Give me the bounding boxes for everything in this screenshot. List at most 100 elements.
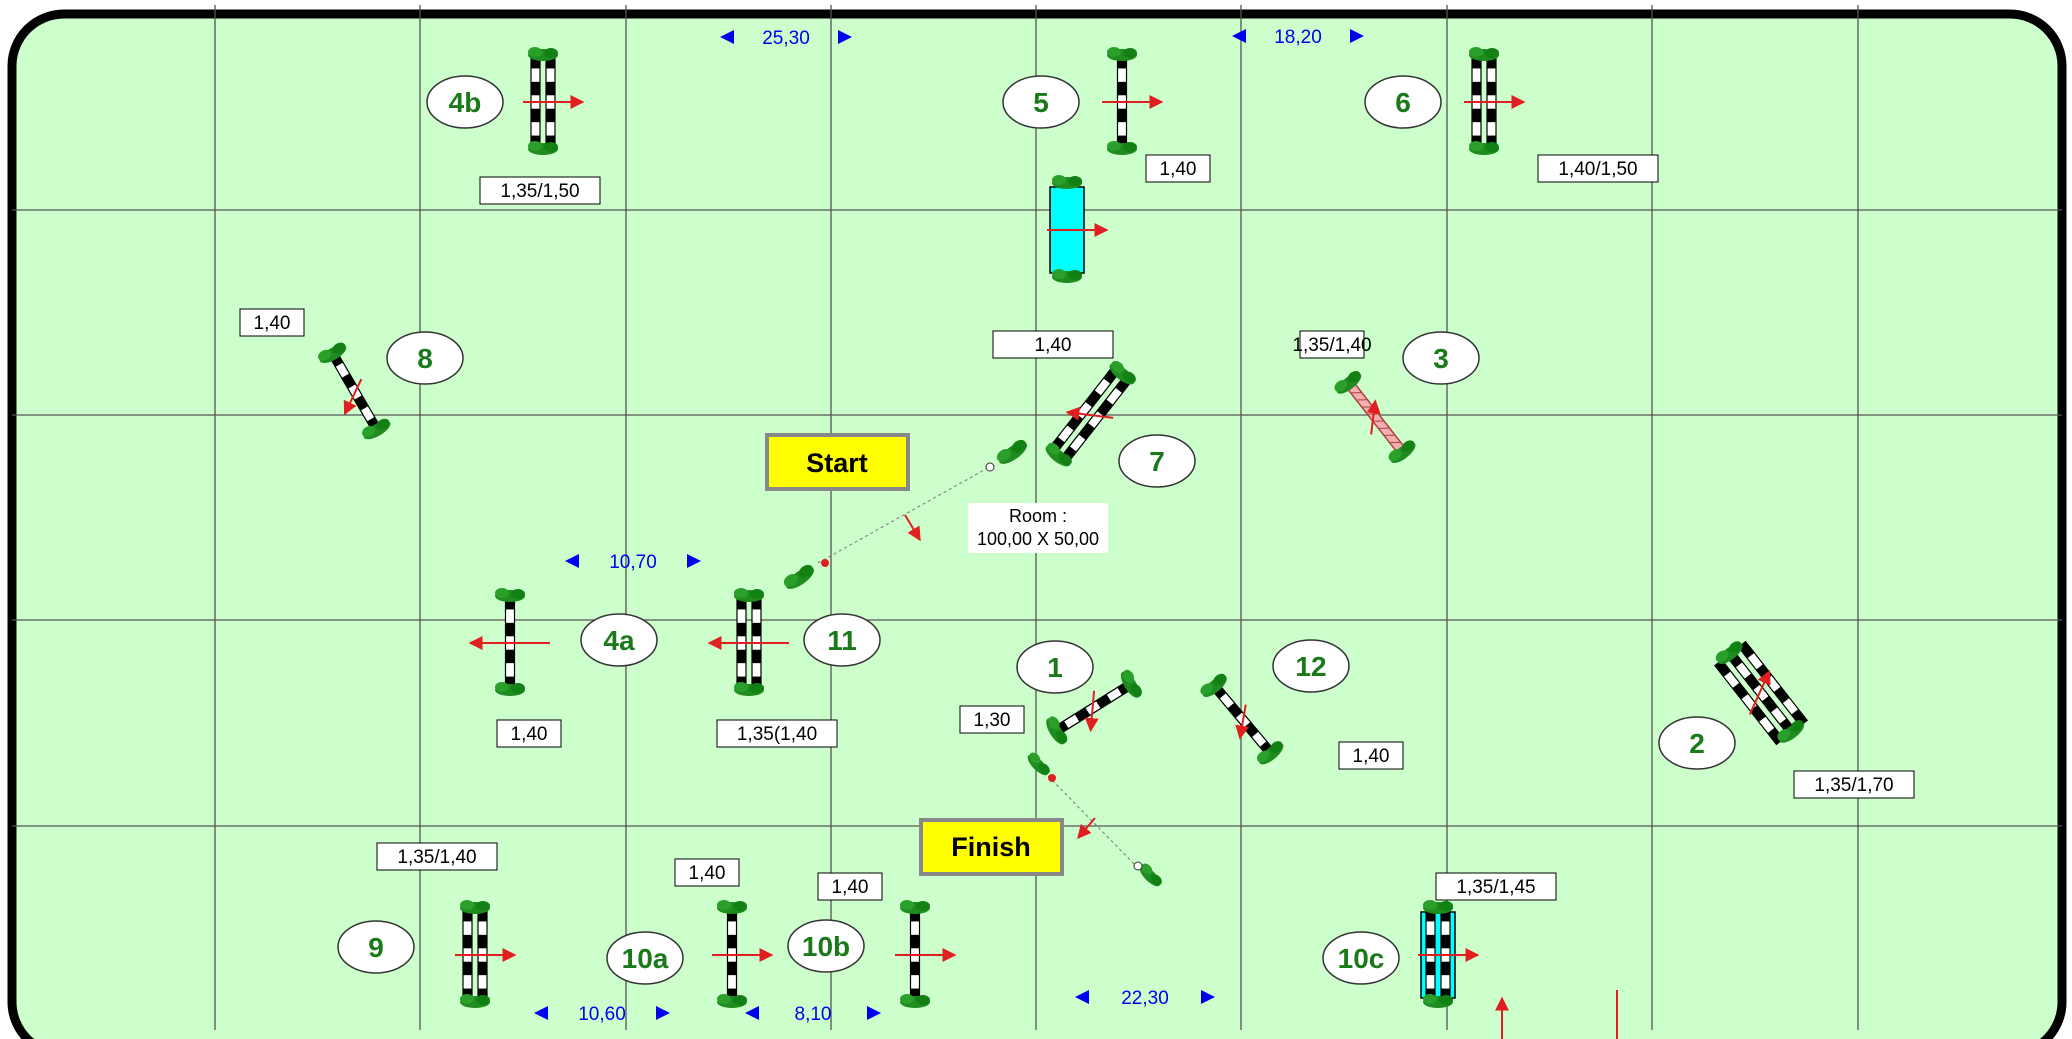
obstacle-10a	[455, 900, 517, 1008]
obstacle-4a	[707, 588, 789, 696]
obstacle-number-label: 7	[1149, 446, 1165, 477]
obstacle-number-label: 11	[827, 625, 857, 656]
obstacle-6	[1102, 47, 1164, 155]
height-label: 1,40	[1338, 741, 1404, 770]
height-label: 1,35(1,40	[716, 719, 838, 748]
height-label: 1,40	[992, 330, 1114, 359]
distance-label: 10,70	[609, 552, 657, 573]
start-label: Start	[806, 448, 868, 478]
obstacle-water-6	[1047, 175, 1109, 283]
obstacle-number: 10a	[606, 931, 684, 985]
obstacle-number-label: 10c	[1338, 943, 1385, 974]
distance-label: 25,30	[762, 28, 810, 49]
height-label-text: 1,40/1,50	[1558, 159, 1637, 180]
height-label-text: 1,40	[832, 877, 869, 898]
height-label-text: 1,35/1,70	[1814, 775, 1893, 796]
room-label-line-1: Room :	[1009, 506, 1067, 526]
height-label: 1,40	[817, 872, 883, 901]
start-flag-right	[985, 436, 1031, 472]
start-flag-left	[781, 559, 829, 593]
obstacle-number-label: 12	[1295, 651, 1326, 682]
obstacle-8	[1042, 358, 1139, 470]
obstacle-number-label: 9	[368, 932, 384, 963]
height-label: 1,35/1,40	[376, 842, 498, 871]
distance-label: 8,10	[795, 1004, 832, 1025]
obstacle-number-label: 10b	[802, 931, 850, 962]
distance-label: 22,30	[1121, 988, 1169, 1009]
obstacle-number: 12	[1272, 639, 1350, 693]
height-label-text: 1,35/1,40	[1292, 335, 1371, 356]
height-label: 1,40	[674, 858, 740, 887]
obstacle-number: 4b	[426, 75, 504, 129]
obstacle-number: 6	[1364, 75, 1442, 129]
obstacle-number: 11	[803, 613, 881, 667]
obstacle-5	[523, 47, 585, 155]
distance-indicator: 22,30	[1075, 988, 1215, 1009]
height-label-text: 1,40	[1035, 335, 1072, 356]
start-direction-arrow	[904, 514, 921, 542]
obstacle-10b	[712, 900, 774, 1008]
obstacle-number: 5	[1002, 75, 1080, 129]
distance-indicator: 25,30	[720, 28, 852, 49]
height-label-text: 1,30	[974, 710, 1011, 731]
obstacle-number-label: 8	[417, 343, 433, 374]
height-label: 1,35/1,50	[479, 176, 601, 205]
obstacle-4b	[468, 588, 550, 696]
distance-indicator: 10,60	[534, 1004, 670, 1025]
height-label: 1,40	[496, 719, 562, 748]
obstacle-12	[1198, 670, 1287, 768]
height-label-text: 1,35/1,50	[500, 181, 579, 202]
finish-sign: Finish	[919, 818, 1064, 876]
obstacle-number: 1	[1016, 640, 1094, 694]
height-label-text: 1,40	[689, 863, 726, 884]
height-label: 1,35/1,70	[1793, 770, 1915, 799]
distance-indicator: 8,10	[745, 1004, 881, 1025]
obstacle-9	[316, 339, 393, 443]
finish-flag-right	[1133, 861, 1165, 890]
obstacle-number: 10b	[787, 919, 865, 973]
finish-flag-left	[1024, 750, 1056, 782]
obstacle-number: 4a	[580, 613, 658, 667]
obstacle-number: 7	[1118, 434, 1196, 488]
obstacle-7	[1464, 47, 1526, 155]
room-label: Room : 100,00 X 50,00	[968, 503, 1108, 553]
obstacle-2	[1713, 638, 1808, 747]
obstacle-number: 8	[386, 331, 464, 385]
distance-label: 10,60	[578, 1004, 626, 1025]
obstacle-number-label: 5	[1033, 87, 1049, 118]
obstacle-number-label: 6	[1395, 87, 1411, 118]
finish-line	[1047, 775, 1141, 871]
height-label: 1,35/1,45	[1435, 872, 1557, 901]
start-sign: Start	[765, 433, 910, 491]
obstacle-number-label: 3	[1433, 343, 1449, 374]
height-label: 1,35/1,40	[1292, 330, 1372, 359]
obstacle-number: 2	[1658, 716, 1736, 770]
obstacle-number: 9	[337, 920, 415, 974]
obstacle-number: 3	[1402, 331, 1480, 385]
height-label: 1,40	[1145, 154, 1211, 183]
finish-direction-arrow	[1077, 817, 1096, 840]
obstacle-number-label: 1	[1047, 652, 1063, 683]
height-label: 1,40	[239, 308, 305, 337]
distance-label: 18,20	[1274, 27, 1322, 48]
height-label: 1,40/1,50	[1537, 154, 1659, 183]
height-label: 1,30	[959, 705, 1025, 734]
finish-label: Finish	[951, 832, 1031, 862]
height-label-text: 1,40	[254, 313, 291, 334]
obstacle-number-label: 10a	[622, 943, 669, 974]
obstacle-3	[1332, 367, 1419, 467]
obstacle-11	[1418, 900, 1480, 1008]
distance-indicator: 18,20	[1232, 27, 1364, 48]
obstacle-number: 10c	[1322, 931, 1400, 985]
obstacle-number-label: 2	[1689, 728, 1705, 759]
height-label-text: 1,35/1,40	[397, 847, 476, 868]
height-label-text: 1,35/1,45	[1456, 877, 1535, 898]
obstacle-number-label: 4b	[449, 87, 482, 118]
height-label-text: 1,40	[1160, 159, 1197, 180]
height-label-text: 1,40	[511, 724, 548, 745]
obstacle-10c	[895, 900, 957, 1008]
height-label-text: 1,35(1,40	[737, 724, 817, 745]
distance-indicator: 10,70	[565, 552, 701, 573]
room-label-line-2: 100,00 X 50,00	[977, 529, 1099, 549]
